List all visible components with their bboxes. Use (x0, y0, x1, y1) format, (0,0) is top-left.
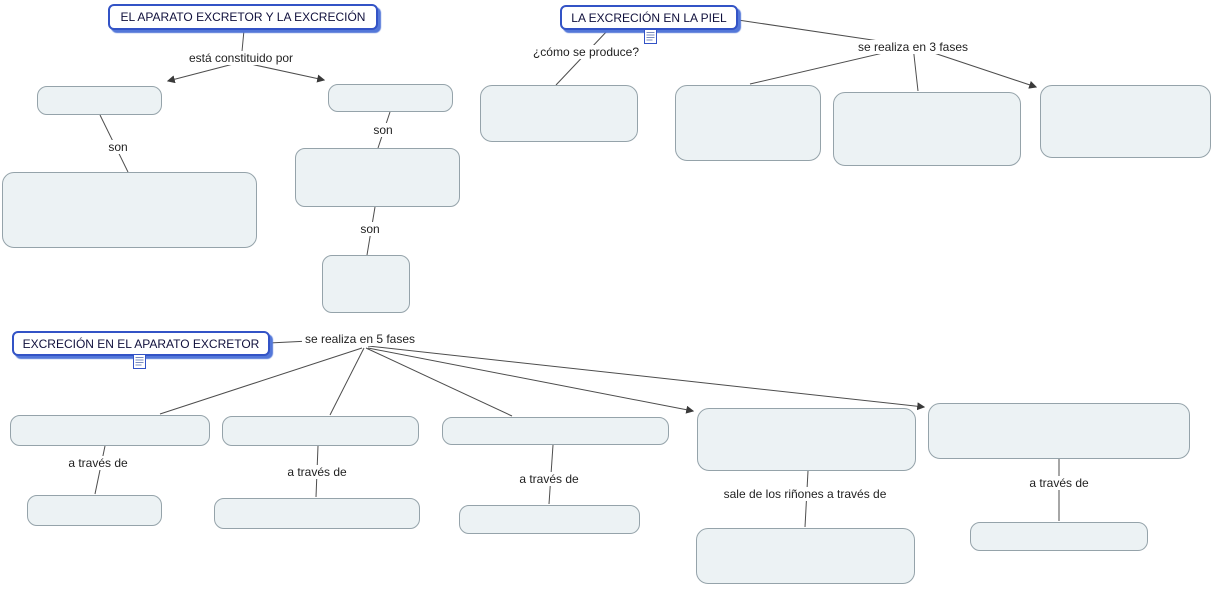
link-label-son[interactable]: son (357, 222, 383, 236)
resource-icon[interactable] (644, 29, 657, 44)
title-node-aparato-excretor[interactable]: EL APARATO EXCRETOR Y LA EXCRECIÓN (108, 4, 378, 30)
concept-box[interactable] (675, 85, 821, 161)
concept-box[interactable] (37, 86, 162, 115)
concept-box[interactable] (27, 495, 162, 526)
link-label-esta-constituido-por[interactable]: está constituido por (185, 51, 297, 65)
concept-box[interactable] (696, 528, 915, 584)
title-node-excrecion-aparato[interactable]: EXCRECIÓN EN EL APARATO EXCRETOR (12, 331, 270, 356)
concept-box[interactable] (928, 403, 1190, 459)
concept-box[interactable] (442, 417, 669, 445)
resource-icon[interactable] (133, 354, 146, 369)
concept-box[interactable] (1040, 85, 1211, 158)
link-label-a-traves-de[interactable]: a través de (516, 472, 582, 486)
concept-box[interactable] (10, 415, 210, 446)
link-label-son[interactable]: son (105, 140, 131, 154)
link-label-a-traves-de[interactable]: a través de (284, 465, 350, 479)
concept-box[interactable] (970, 522, 1148, 551)
link-label-como-se-produce[interactable]: ¿cómo se produce? (529, 45, 643, 59)
link-label-sale-rinones[interactable]: sale de los riñones a través de (720, 487, 890, 501)
concept-box[interactable] (833, 92, 1021, 166)
concept-box[interactable] (2, 172, 257, 248)
concept-box[interactable] (697, 408, 916, 471)
concept-box[interactable] (295, 148, 460, 207)
concept-box[interactable] (459, 505, 640, 534)
concept-box[interactable] (214, 498, 420, 529)
link-label-son[interactable]: son (370, 123, 396, 137)
link-label-a-traves-de[interactable]: a través de (65, 456, 131, 470)
title-node-excrecion-piel[interactable]: LA EXCRECIÓN EN LA PIEL (560, 5, 738, 30)
concept-box[interactable] (322, 255, 410, 313)
concept-box[interactable] (222, 416, 419, 446)
link-label-se-realiza-3-fases[interactable]: se realiza en 3 fases (854, 40, 972, 54)
link-label-a-traves-de[interactable]: a través de (1026, 476, 1092, 490)
link-label-se-realiza-5-fases[interactable]: se realiza en 5 fases (301, 332, 419, 346)
concept-box[interactable] (328, 84, 453, 112)
concept-box[interactable] (480, 85, 638, 142)
